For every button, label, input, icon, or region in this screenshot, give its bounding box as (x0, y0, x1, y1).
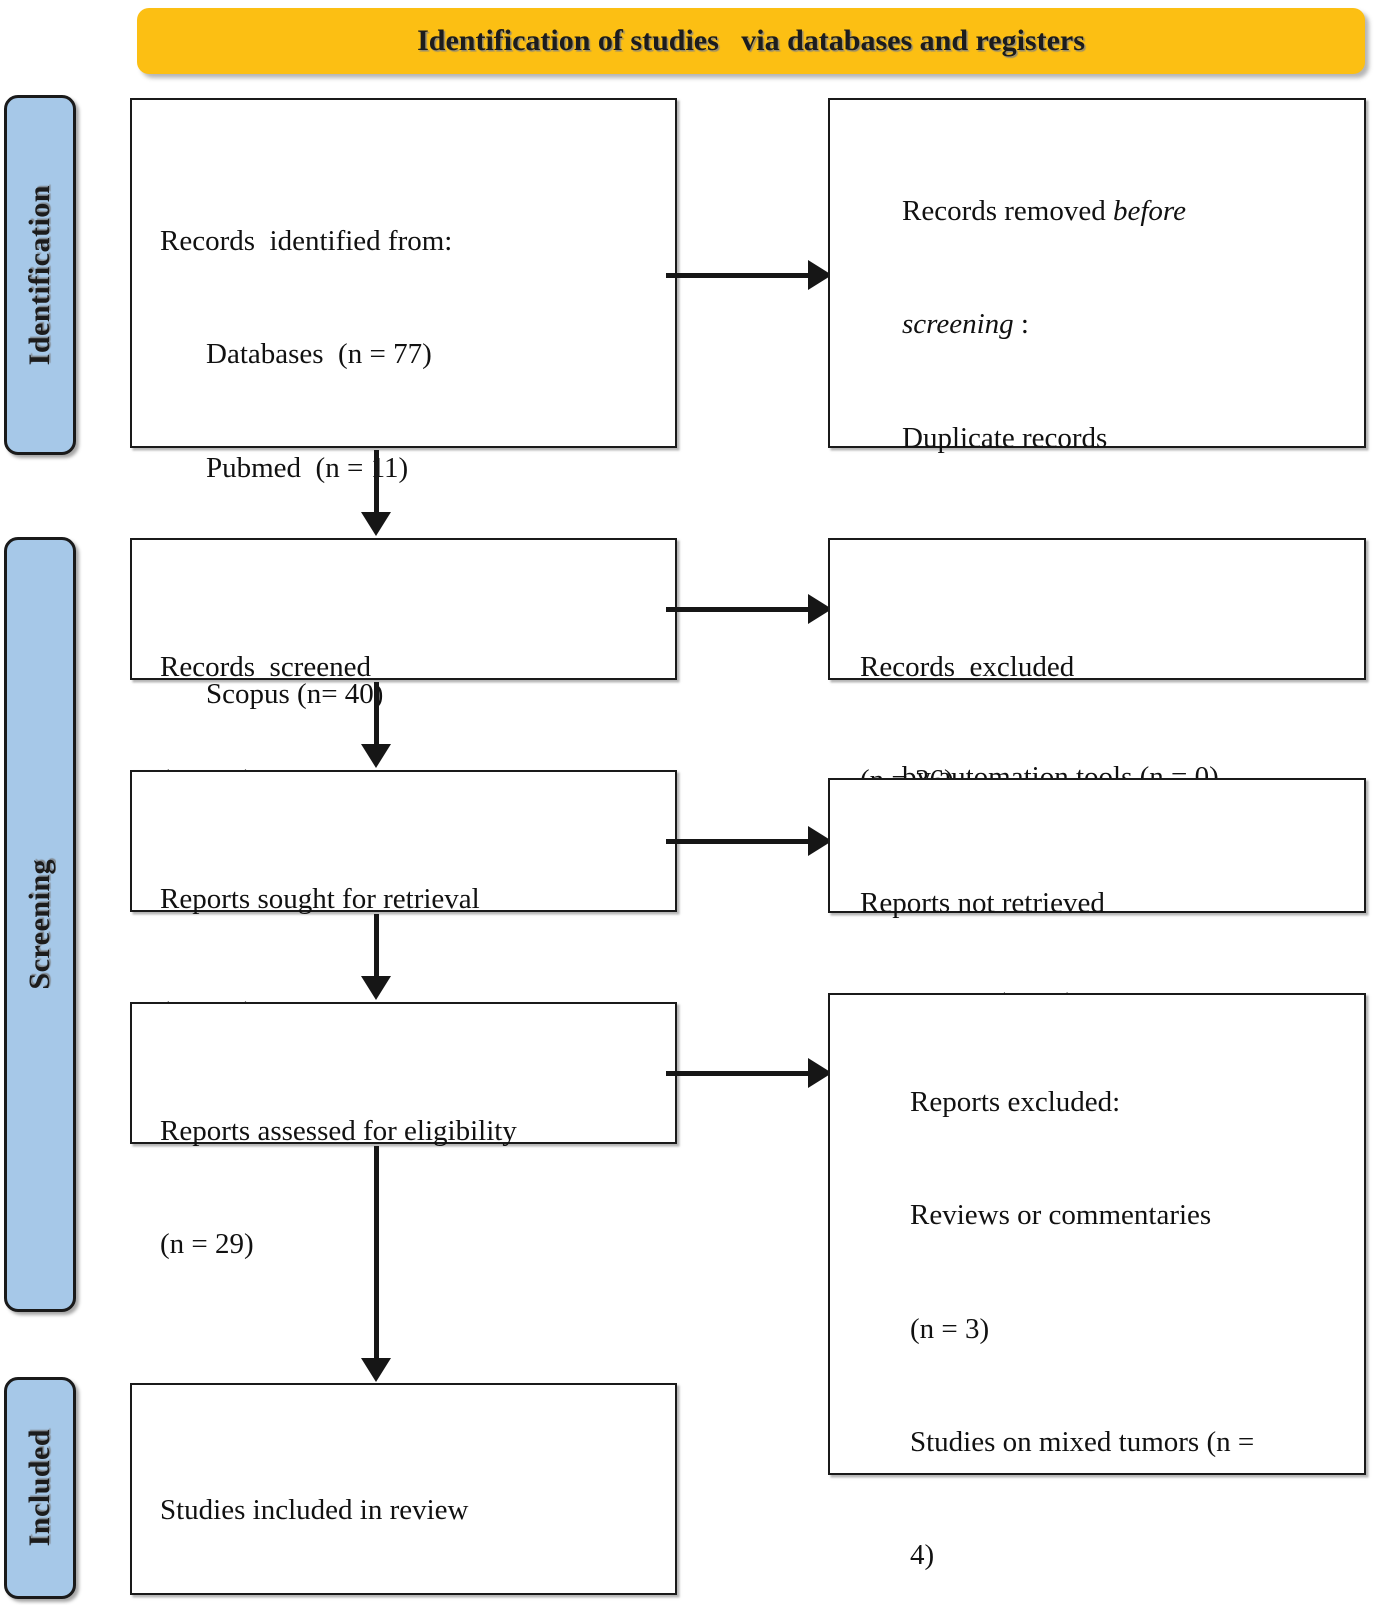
connector-identified-to-screened (356, 450, 396, 536)
arrow-shaft (666, 272, 814, 278)
arrow-shaft (373, 914, 379, 978)
records-identified-line-3: Pubmed (n = 11) (206, 451, 409, 484)
studies-included-line-1: Studies included in review (160, 1494, 469, 1527)
records-removed-lead: Records removed (902, 195, 1113, 228)
connector-identified-to-removed (666, 258, 832, 292)
arrow-shaft (666, 1070, 814, 1076)
box-records-removed: Records removed before screening : Dupli… (828, 98, 1366, 1019)
connector-screened-to-excluded (666, 592, 832, 626)
connector-screened-to-sought (356, 682, 396, 768)
stage-bar-included: Included (4, 1377, 76, 1599)
box-reports-sought-text: Reports sought for retrieval (n = 29) (160, 806, 660, 1108)
arrow-head-icon (361, 976, 391, 1000)
box-reports-excluded: Reports excluded: Reviews or commentarie… (828, 993, 1366, 1571)
arrow-shaft (373, 450, 379, 514)
stage-label-identification: Identification (23, 184, 56, 366)
reports-assessed-line-2: (n = 29) (160, 1228, 254, 1261)
reports-sought-line-1: Reports sought for retrieval (160, 883, 480, 916)
header-title: Identification of studies via databases … (417, 24, 1085, 57)
box-reports-sought: Reports sought for retrieval (n = 29) (130, 770, 677, 1028)
records-removed-italic-screening: screening (902, 308, 1014, 341)
records-removed-colon: : (1013, 308, 1029, 341)
box-studies-included-text: Studies included in review (n = 20) Repo… (160, 1417, 660, 1605)
arrow-head-icon (361, 1358, 391, 1382)
stage-bar-screening: Screening (4, 537, 76, 1312)
connector-sought-to-not-retrieved (666, 824, 832, 858)
box-studies-included: Studies included in review (n = 20) Repo… (130, 1383, 677, 1595)
stage-label-screening: Screening (23, 859, 56, 990)
arrow-shaft (666, 606, 814, 612)
box-records-screened: Records screened (n = 65) (130, 538, 677, 796)
stage-bar-identification: Identification (4, 95, 76, 455)
records-screened-line-1: Records screened (160, 651, 371, 684)
arrow-shaft (373, 682, 379, 746)
reports-excluded-line-1: Reports excluded: (910, 1086, 1121, 1119)
reports-excluded-line-3: (n = 3) (910, 1312, 990, 1345)
header-banner: Identification of studies via databases … (137, 8, 1365, 74)
box-records-identified: Records identified from: Databases (n = … (130, 98, 677, 823)
arrow-head-icon (361, 744, 391, 768)
reports-not-retrieved-line-1: Reports not retrieved (860, 887, 1105, 920)
box-reports-not-retrieved: Reports not retrieved (n = 0) (828, 778, 1366, 1032)
arrow-shaft (373, 1146, 379, 1360)
reports-assessed-line-1: Reports assessed for eligibility (160, 1115, 517, 1148)
box-records-excluded: Records excluded (n = 36) (828, 538, 1366, 796)
connector-assessed-to-reports-excluded (666, 1056, 832, 1090)
connector-assessed-to-included (356, 1146, 396, 1382)
records-identified-line-1: Records identified from: (160, 225, 453, 258)
box-reports-assessed: Reports assessed for eligibility (n = 29… (130, 1002, 677, 1260)
box-reports-excluded-text: Reports excluded: Reviews or commentarie… (910, 1009, 1365, 1605)
arrow-shaft (666, 838, 814, 844)
reports-excluded-line-4: Studies on mixed tumors (n = (910, 1425, 1255, 1458)
connector-sought-to-assessed (356, 914, 396, 1000)
records-removed-line-3: Duplicate records (902, 421, 1108, 454)
records-identified-line-2: Databases (n = 77) (206, 338, 432, 371)
records-excluded-line-1: Records excluded (860, 651, 1075, 684)
stage-label-included: Included (23, 1429, 56, 1547)
reports-excluded-line-2: Reviews or commentaries (910, 1199, 1212, 1232)
arrow-head-icon (361, 512, 391, 536)
reports-excluded-line-5: 4) (910, 1538, 935, 1571)
box-reports-assessed-text: Reports assessed for eligibility (n = 29… (160, 1038, 670, 1340)
records-removed-italic-before: before (1113, 195, 1187, 228)
